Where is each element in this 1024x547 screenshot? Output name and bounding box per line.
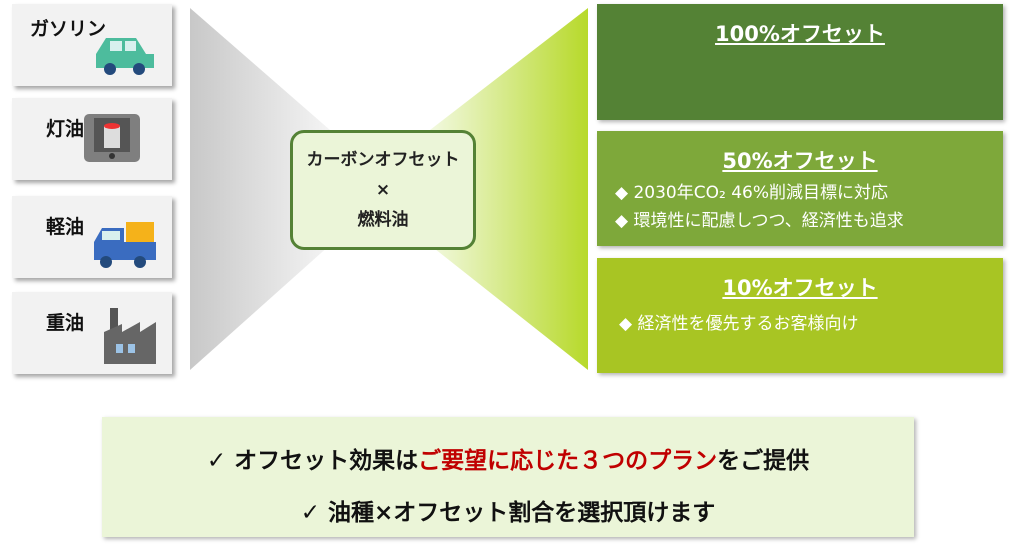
plan-100-offset: 100%オフセット xyxy=(597,4,1003,120)
plan-bullet: ◆ 2030年CO₂ 46%削減目標に対応 xyxy=(615,183,888,203)
fuel-card-diesel: 軽油 xyxy=(12,196,172,278)
center-line1: カーボンオフセット xyxy=(306,150,460,170)
plan-10-offset: 10%オフセット ◆ 経済性を優先するお客様向け xyxy=(597,258,1003,373)
summary-text: ✓ オフセット効果は xyxy=(206,448,419,474)
plan-title: 10%オフセット xyxy=(722,276,878,300)
funnel-graphic xyxy=(190,8,588,370)
summary-line2: ✓ 油種×オフセット割合を選択頂けます xyxy=(300,500,716,526)
fuel-label: 軽油 xyxy=(46,216,85,238)
center-line3: 燃料油 xyxy=(357,210,409,230)
factory-icon xyxy=(104,308,156,364)
fuel-card-gasoline: ガソリン xyxy=(12,4,172,86)
plan-bullet: ◆ 経済性を優先するお客様向け xyxy=(619,314,859,334)
car-icon xyxy=(96,38,154,75)
fuel-label: 灯油 xyxy=(46,118,85,140)
fuel-label: 重油 xyxy=(46,312,85,334)
plan-50-offset: 50%オフセット ◆ 2030年CO₂ 46%削減目標に対応 ◆ 環境性に配慮し… xyxy=(597,131,1003,246)
plan-title: 100%オフセット xyxy=(715,22,885,46)
plan-bullet: ◆ 環境性に配慮しつつ、経済性も追求 xyxy=(615,211,904,231)
plan-title: 50%オフセット xyxy=(722,149,878,173)
funnel-left xyxy=(190,8,330,370)
summary-highlight: ご要望に応じた３つのプラン xyxy=(418,448,718,474)
funnel-right xyxy=(430,8,588,370)
center-line2: × xyxy=(375,180,391,200)
carbon-offset-fuel-box: カーボンオフセット × 燃料油 xyxy=(290,130,476,250)
summary-banner: ✓ オフセット効果はご要望に応じた３つのプランをご提供 ✓ 油種×オフセット割合… xyxy=(102,417,914,537)
fuel-label: ガソリン xyxy=(30,18,107,40)
fuel-card-heavy-oil: 重油 xyxy=(12,292,172,374)
summary-text: をご提供 xyxy=(717,448,810,474)
fuel-card-kerosene: 灯油 xyxy=(12,98,172,180)
summary-line1: ✓ オフセット効果はご要望に応じた３つのプランをご提供 xyxy=(102,441,914,475)
heater-icon xyxy=(84,114,140,162)
truck-icon xyxy=(94,222,156,268)
